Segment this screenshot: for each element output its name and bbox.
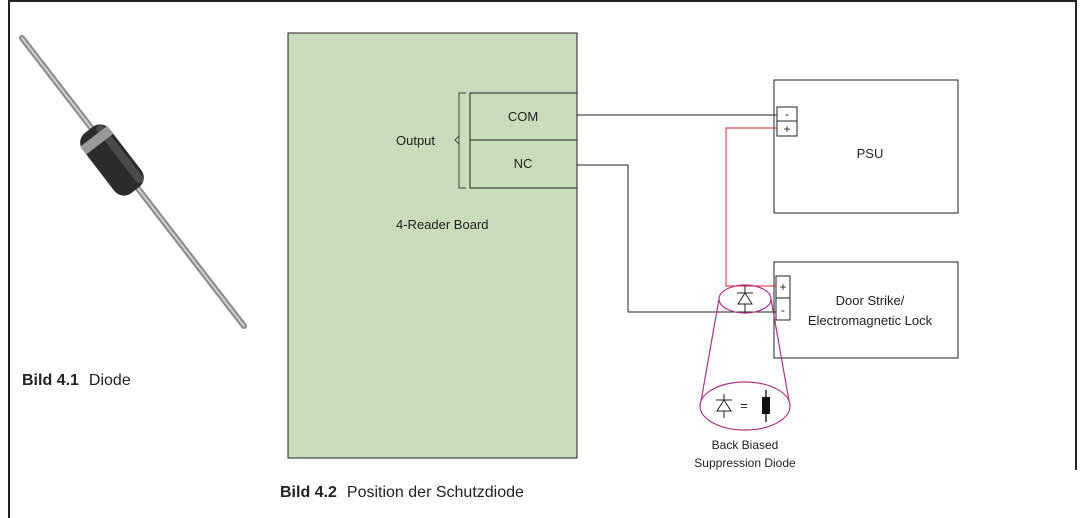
psu-plus-sign: + [783,122,790,136]
lock-label-line1: Door Strike/ [836,293,905,308]
psu-minus-sign: - [785,107,789,121]
output-label: Output [396,133,435,148]
figure-caption-diode-position: Bild 4.2 Position der Schutzdiode [280,484,524,502]
page-frame-right [1075,0,1077,470]
lock-minus-sign: - [781,303,785,317]
diode-label-line2: Suppression Diode [694,456,796,470]
com-label: COM [508,109,538,124]
lock-box [773,261,959,359]
page-frame-top [8,0,1077,2]
caption-number: Bild 4.1 [22,372,79,389]
diode-part-icon [762,390,770,422]
diode-label-line1: Back Biased [712,438,779,452]
psu-label: PSU [857,146,884,161]
magnifier [699,284,791,431]
caption-number: Bild 4.2 [280,484,337,501]
nc-wire [577,164,776,313]
figure-caption-diode: Bild 4.1 Diode [22,372,131,390]
equals-sign: = [740,398,748,413]
diode-photo [19,35,247,329]
caption-text: Diode [88,372,131,389]
lock-label-line2: Electromagnetic Lock [808,313,933,328]
psu-box [773,79,959,214]
wiring [577,114,777,313]
positive-wire [725,127,777,287]
nc-terminal [469,139,578,189]
board-label: 4-Reader Board [396,217,489,232]
nc-label: NC [514,156,533,171]
page-frame-left [8,0,10,518]
caption-text: Position der Schutzdiode [346,484,524,501]
suppression-diode-symbol [737,292,753,305]
output-bracket [454,92,466,189]
lock-minus-terminal [775,297,791,321]
com-terminal [469,92,578,141]
diode-detail-symbol [716,394,732,418]
lock-plus-sign: + [779,280,786,294]
